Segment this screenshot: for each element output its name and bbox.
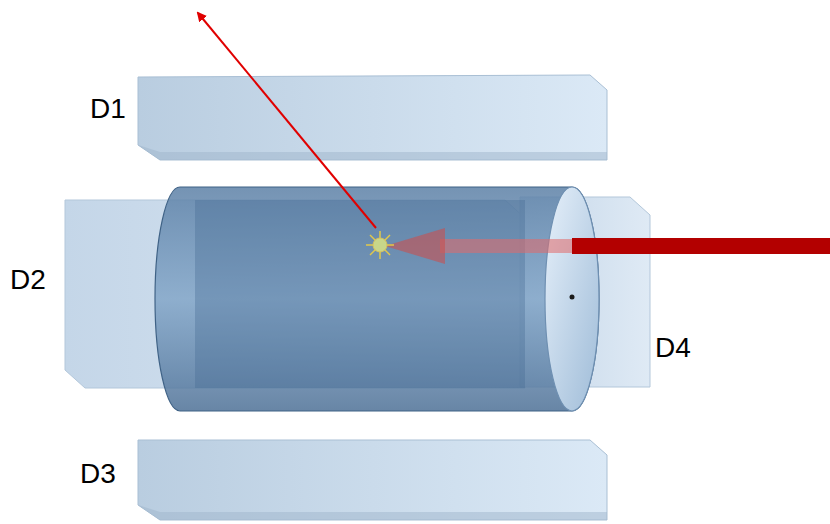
detector-slab (65, 200, 525, 388)
beam-arrowhead (385, 228, 445, 264)
detector-slab (138, 440, 607, 520)
slab-bevel (138, 505, 607, 520)
inner-slab-shadow (195, 200, 525, 388)
detector-label: D1 (90, 95, 126, 123)
entrance-hole (570, 295, 575, 300)
scattered-particle (198, 13, 376, 228)
beam (572, 238, 830, 254)
interaction-star (366, 231, 394, 259)
detector-slab (138, 75, 607, 160)
detector-label: D4 (655, 334, 691, 362)
detector-label: D2 (10, 266, 46, 294)
cylinder-end-cap (545, 187, 599, 411)
slab-bevel (138, 145, 607, 160)
target-cylinder (155, 187, 599, 411)
detector-label: D3 (80, 460, 116, 488)
beam-inside (440, 239, 572, 253)
